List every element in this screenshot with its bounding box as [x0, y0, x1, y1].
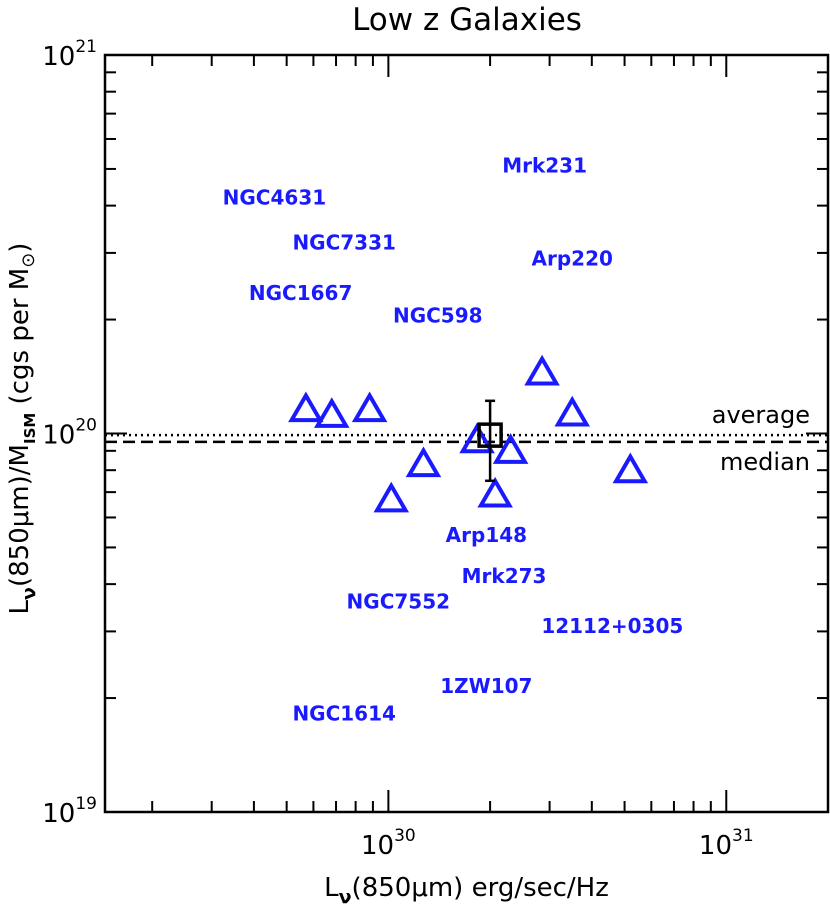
data-point	[288, 391, 324, 423]
data-point	[351, 391, 388, 423]
x-tick-label: 1031	[699, 826, 754, 861]
y-tick-label: 1020	[42, 416, 97, 451]
galaxy-label: NGC1667	[249, 281, 353, 305]
galaxy-label: NGC7552	[347, 589, 451, 613]
data-point	[612, 452, 649, 484]
y-axis-label: Lν(850μm)/MISM (cgs per M⊙)	[5, 243, 40, 615]
galaxy-label: Mrk231	[502, 154, 587, 178]
data-point	[492, 433, 529, 464]
galaxy-label: NGC7331	[292, 230, 396, 254]
y-tick-label: 1019	[42, 794, 97, 829]
y-tick-label: 1021	[42, 37, 97, 72]
galaxy-label: NGC598	[393, 304, 483, 328]
galaxy-label: NGC4631	[223, 186, 327, 210]
data-point	[524, 354, 560, 386]
reference-label-median: median	[720, 448, 810, 476]
x-axis-label: Lν(850μm) erg/sec/Hz	[324, 873, 609, 908]
data-point	[373, 481, 410, 513]
galaxy-label: Mrk273	[462, 564, 547, 588]
data-point	[554, 395, 590, 427]
galaxy-label: Arp148	[446, 523, 527, 547]
galaxy-label: NGC1614	[292, 702, 396, 726]
galaxy-label: Arp220	[532, 246, 613, 270]
galaxy-label: 1ZW107	[440, 674, 532, 698]
data-point	[477, 476, 513, 508]
data-point	[405, 446, 442, 478]
data-point	[459, 422, 495, 454]
x-tick-label: 1030	[361, 826, 416, 861]
chart-title: Low z Galaxies	[352, 2, 582, 38]
mean-point	[477, 422, 503, 448]
galaxy-label: 12112+0305	[541, 614, 683, 638]
data-point	[314, 397, 350, 428]
reference-label-average: average	[712, 401, 810, 429]
